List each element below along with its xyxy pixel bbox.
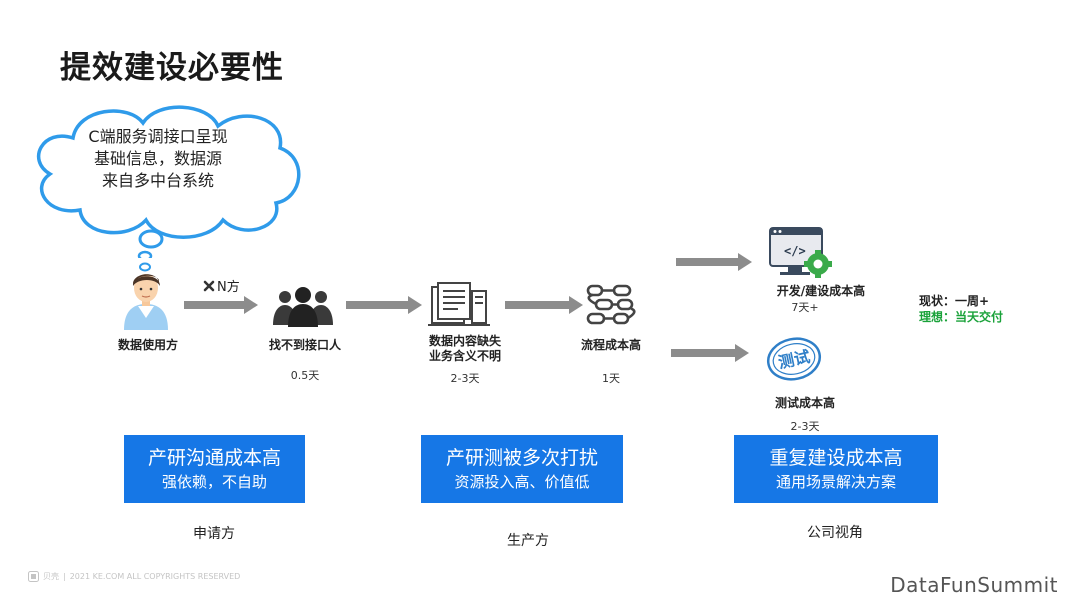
arrow-5 bbox=[671, 344, 749, 362]
people-group-icon bbox=[273, 287, 333, 327]
group-producer: 生产方 bbox=[507, 533, 549, 549]
dev-label: 开发/建设成本高 bbox=[776, 284, 866, 298]
arrow-4 bbox=[676, 253, 752, 271]
cloud-line-2: 基础信息，数据源 bbox=[93, 149, 222, 168]
arrow-1 bbox=[184, 296, 258, 314]
arrow-3 bbox=[505, 296, 583, 314]
cloud-icon bbox=[36, 105, 301, 258]
step2-label: 数据内容缺失 业务含义不明 bbox=[410, 334, 520, 364]
box-communication-cost: 产研沟通成本高 强依赖，不自助 bbox=[124, 435, 305, 503]
brand-watermark: DataFunSummit bbox=[890, 573, 1058, 597]
group-applicant: 申请方 bbox=[193, 526, 235, 542]
document-stack-icon bbox=[428, 282, 490, 326]
footer-copyright-text: 2021 KE.COM ALL COPYRIGHTS RESERVED bbox=[69, 572, 241, 581]
cloud-line-3: 来自多中台系统 bbox=[101, 171, 214, 190]
footer-copyright: 贝壳 | 2021 KE.COM ALL COPYRIGHTS RESERVED bbox=[28, 571, 240, 582]
test-stamp-icon: 测试 bbox=[766, 337, 822, 381]
n-fang-text: N方 bbox=[217, 280, 240, 295]
box3-line1: 重复建设成本高 bbox=[769, 447, 903, 469]
user-avatar-icon bbox=[124, 274, 168, 330]
step2-time: 2-3天 bbox=[450, 372, 480, 385]
test-stamp-text: 测试 bbox=[776, 347, 811, 372]
close-x-icon bbox=[203, 280, 215, 291]
code-glyph: </> bbox=[784, 244, 806, 258]
group-company: 公司视角 bbox=[807, 525, 863, 541]
status-current: 现状：一周+ bbox=[919, 294, 990, 308]
test-label: 测试成本高 bbox=[774, 396, 835, 410]
n-fang-label: N方 bbox=[203, 276, 240, 295]
step3-label: 流程成本高 bbox=[580, 338, 641, 352]
box2-line1: 产研测被多次打扰 bbox=[445, 447, 598, 469]
arrow-2 bbox=[346, 296, 422, 314]
footer-divider: | bbox=[63, 572, 66, 581]
cloud-text: C端服务调接口呈现 基础信息，数据源 来自多中台系统 bbox=[48, 126, 268, 192]
test-time: 2-3天 bbox=[790, 420, 820, 433]
box3-line2: 通用场景解决方案 bbox=[775, 473, 896, 491]
small-bubble-icon bbox=[139, 262, 151, 272]
step1-time: 0.5天 bbox=[290, 369, 320, 382]
step2-label-line1: 数据内容缺失 bbox=[428, 334, 501, 348]
dev-time: 7天+ bbox=[791, 301, 819, 314]
user-label: 数据使用方 bbox=[117, 338, 178, 352]
box2-line2: 资源投入高、价值低 bbox=[454, 473, 590, 491]
status-ideal: 理想：当天交付 bbox=[919, 310, 1004, 324]
box1-line2: 强依赖，不自助 bbox=[161, 473, 267, 491]
ke-logo-icon bbox=[28, 571, 39, 582]
step1-label: 找不到接口人 bbox=[268, 338, 341, 352]
cloud-line-1: C端服务调接口呈现 bbox=[88, 127, 228, 146]
box1-line1: 产研沟通成本高 bbox=[147, 447, 281, 469]
box-rebuild-cost: 重复建设成本高 通用场景解决方案 bbox=[734, 435, 938, 503]
code-monitor-gear-icon: </> bbox=[769, 227, 832, 278]
step3-time: 1天 bbox=[602, 372, 620, 385]
footer-logo-text: 贝壳 bbox=[43, 572, 59, 581]
process-chain-icon bbox=[586, 284, 636, 325]
step2-label-line2: 业务含义不明 bbox=[428, 349, 501, 363]
page-title: 提效建设必要性 bbox=[60, 50, 284, 86]
box-interruption-cost: 产研测被多次打扰 资源投入高、价值低 bbox=[421, 435, 623, 503]
